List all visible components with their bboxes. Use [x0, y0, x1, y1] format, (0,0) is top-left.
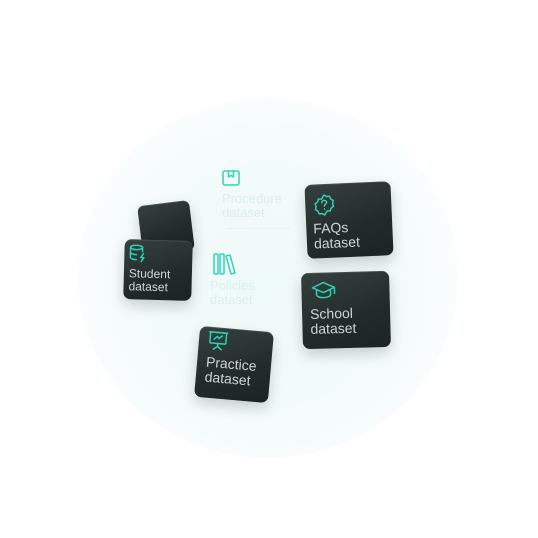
student-dataset-label: Student dataset [128, 266, 171, 295]
school-dataset-label: School dataset [309, 304, 357, 338]
procedure-dataset-label: Procedure dataset [222, 191, 282, 221]
student-dataset-card[interactable]: Student dataset [123, 239, 193, 301]
faqs-dataset-label: FAQs dataset [312, 219, 361, 252]
books-icon [212, 252, 238, 276]
package-box-icon [221, 168, 241, 188]
divider [226, 228, 290, 229]
presentation-board-icon [206, 329, 230, 353]
graduation-cap-icon [310, 279, 337, 302]
practice-dataset-card[interactable]: Practice dataset [194, 325, 274, 404]
practice-dataset-label: Practice dataset [204, 353, 258, 389]
database-bolt-icon [128, 243, 149, 264]
question-badge-icon [312, 193, 337, 218]
school-dataset-card[interactable]: School dataset [301, 270, 391, 350]
policies-dataset-label: Policies dataset [210, 278, 255, 308]
faqs-dataset-card[interactable]: FAQs dataset [304, 181, 394, 259]
